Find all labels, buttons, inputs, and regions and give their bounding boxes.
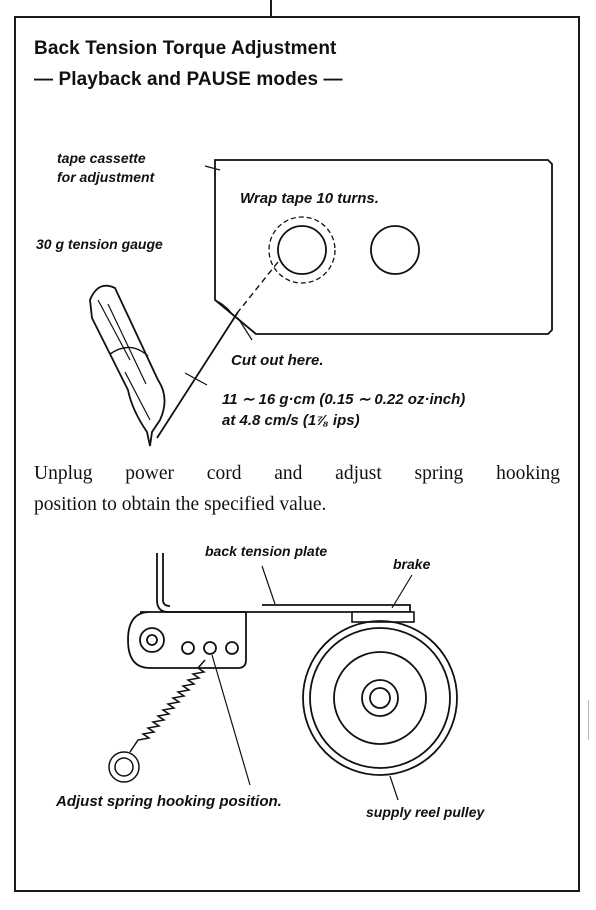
brake-pad (351, 611, 415, 623)
cassette-outline (214, 159, 553, 335)
wrap-instruction: Wrap tape 10 turns. (240, 190, 379, 207)
figure-frame (14, 16, 580, 892)
tension-gauge (89, 284, 166, 447)
plate-leader (261, 565, 276, 605)
right-reel-hub (370, 225, 420, 275)
supply-reel-pulley (302, 620, 458, 776)
gauge-label: 30 g tension gauge (36, 236, 163, 252)
page-title: Back Tension Torque Adjustment (34, 38, 337, 59)
pulley-label: supply reel pulley (366, 804, 485, 820)
tape-cassette (214, 159, 553, 335)
brake-leader (391, 574, 413, 609)
cassette-label-leader (204, 165, 221, 171)
instruction-line1: Unplug power cord and adjust spring hook… (34, 463, 560, 484)
wrapped-tape-dashed (268, 216, 336, 284)
pulley-leader (389, 775, 399, 801)
spring-leader (211, 654, 251, 786)
scan-speck (588, 700, 589, 740)
tension-spring (108, 659, 206, 783)
brake-label: brake (393, 556, 431, 572)
instruction-line2: position to obtain the specified value. (34, 494, 327, 515)
spec-speed: at 4.8 cm/s (1⅞ ips) (222, 412, 360, 429)
page-subtitle: — Playback and PAUSE modes — (34, 69, 343, 90)
back-tension-plate (127, 553, 411, 669)
spec-torque: 11 ∼ 16 g·cm (0.15 ∼ 0.22 oz·inch) (222, 391, 466, 408)
instruction-paragraph: Unplug power cord and adjust spring hook… (34, 458, 560, 520)
plate-label: back tension plate (205, 543, 328, 559)
cut-label: Cut out here. (231, 352, 324, 369)
cassette-cut-edge (214, 299, 233, 315)
page-top-tick (270, 0, 272, 17)
spring-label: Adjust spring hooking position. (56, 793, 282, 810)
left-reel-hub (277, 225, 327, 275)
tape-path (156, 261, 279, 439)
cassette-label-line2: for adjustment (57, 169, 155, 185)
spec-leader (184, 372, 208, 386)
cut-leader (237, 317, 253, 341)
cassette-label-line1: tape cassette (57, 150, 146, 166)
